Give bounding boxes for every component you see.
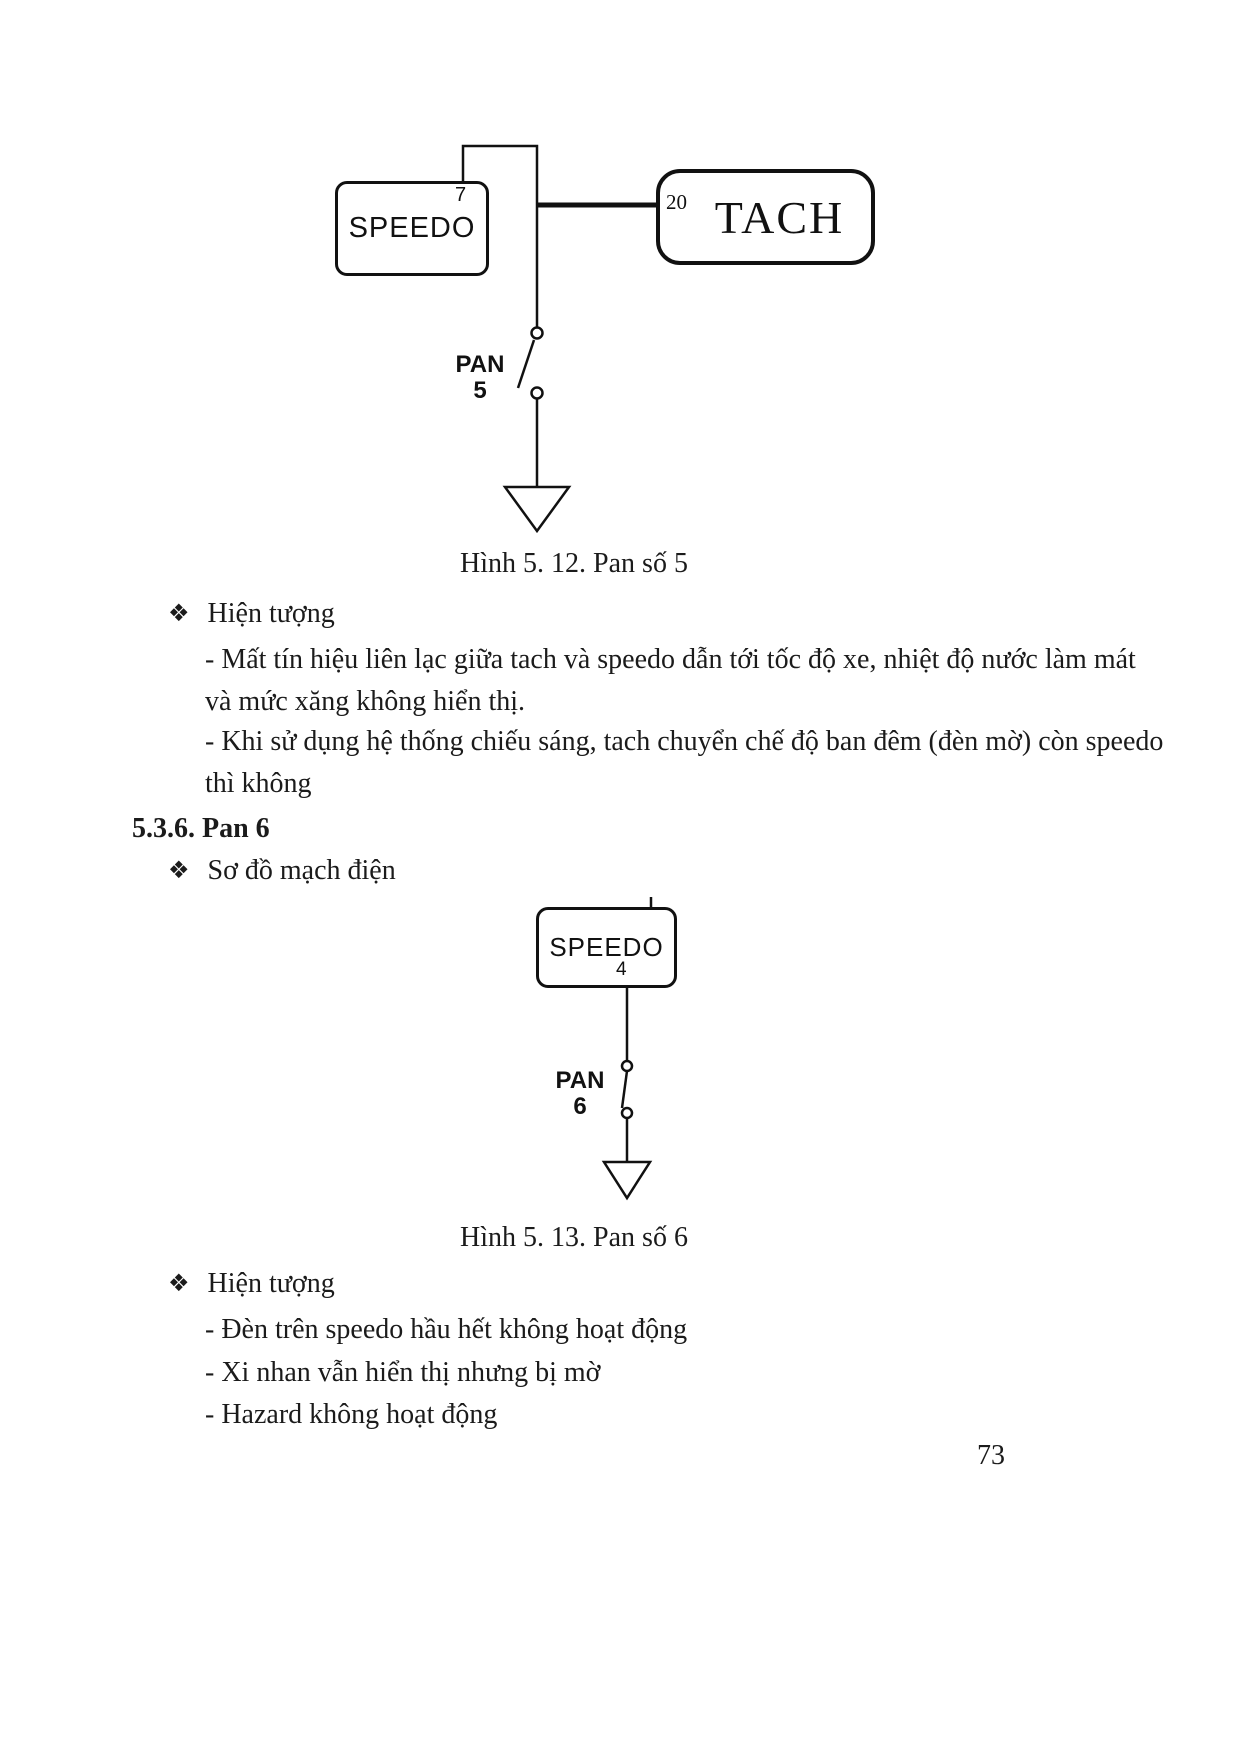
paragraph-line: thì không [205,768,312,799]
paragraph-line: - Mất tín hiệu liên lạc giữa tach và spe… [205,644,1136,675]
tach-label: TACH [714,191,845,243]
bullet-hien-tuong-2: ❖ Hiện tượng [168,1268,335,1300]
ground-icon [502,485,572,534]
paragraph-line: và mức xăng không hiển thị. [205,686,526,717]
figure1-caption: Hình 5. 12. Pan số 5 [460,548,688,579]
switch-contact-top [530,326,544,340]
switch-contact-bottom [530,386,544,400]
diamond-bullet-icon: ❖ [168,856,190,884]
section-heading: 5.3.6. Pan 6 [132,813,270,844]
tach-pin-number: 20 [666,190,687,214]
speedo-pin-number: 7 [455,184,467,206]
bullet-hien-tuong-1: ❖ Hiện tượng [168,598,335,630]
paragraph-line: - Khi sử dụng hệ thống chiếu sáng, tach … [205,726,1164,757]
switch-blade-2 [620,1070,629,1109]
switch-label-pan6: PAN 6 [555,1067,605,1120]
speedo-box-fig1: SPEEDO [335,181,489,276]
bullet-label: Hiện tượng [207,598,335,629]
page-number: 73 [977,1440,1005,1471]
paragraph-line: - Xi nhan vẫn hiển thị nhưng bị mờ [205,1357,601,1388]
paragraph-line: - Hazard không hoạt động [205,1399,498,1430]
figure2-caption: Hình 5. 13. Pan số 6 [460,1222,688,1253]
switch-blade [516,339,536,389]
paragraph-line: - Đèn trên speedo hầu hết không hoạt độn… [205,1314,688,1345]
speedo-label: SPEEDO [348,212,476,244]
bullet-label: Sơ đồ mạch điện [207,855,396,886]
speedo-box-fig2: SPEEDO [536,907,677,988]
diamond-bullet-icon: ❖ [168,1269,190,1297]
switch-contact-bottom-2 [620,1106,634,1120]
switch-contact-top-2 [620,1059,634,1073]
tach-box-fig1: TACH [656,169,875,265]
bullet-so-do-mach-dien: ❖ Sơ đồ mạch điện [168,855,396,887]
bullet-label: Hiện tượng [207,1268,335,1299]
diamond-bullet-icon: ❖ [168,599,190,627]
speedo-label: SPEEDO [549,932,664,962]
switch-label-pan5: PAN 5 [455,351,505,404]
speedo-pin-number-2: 4 [616,959,627,980]
ground-icon-2 [601,1160,653,1201]
